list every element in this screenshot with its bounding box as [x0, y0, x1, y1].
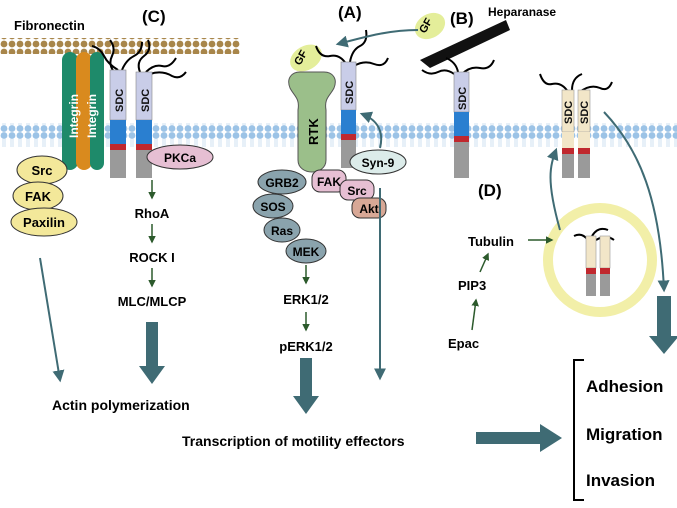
grb2-label: GRB2	[265, 176, 299, 190]
outcome-invasion: Invasion	[586, 471, 655, 490]
sdc-label: SDC	[563, 101, 575, 124]
sdc-label: SDC	[579, 101, 591, 124]
arrow-epac-pip3	[471, 298, 479, 331]
outcome-bracket	[573, 359, 584, 501]
heparanase-label: Heparanase	[488, 5, 556, 19]
panel-c-label: (C)	[142, 7, 166, 26]
pkca-label: PKCa	[164, 151, 196, 165]
syn9-node	[349, 149, 407, 175]
panel-b-label: (B)	[450, 9, 474, 28]
panel-a-label: (A)	[338, 3, 362, 22]
arrow-mlc-actin	[139, 322, 165, 384]
integrin-label-1: Integrin	[67, 94, 81, 138]
grb2-node	[257, 169, 307, 195]
rhoa-label: RhoA	[135, 206, 170, 221]
outcome-migration: Migration	[586, 425, 663, 444]
outcome-adhesion: Adhesion	[586, 377, 663, 396]
sos-label: SOS	[260, 200, 285, 214]
syndecan-c2: SDC	[135, 39, 187, 178]
focal-adhesion-complex: Src FAK Paxilin	[10, 155, 78, 237]
mlc-label: MLC/MLCP	[118, 294, 187, 309]
sdc-label: SDC	[344, 81, 356, 104]
sdc-label: SDC	[114, 89, 126, 112]
fibronectin-matrix	[0, 38, 240, 54]
arrow-perk-transcription	[293, 358, 319, 414]
erk-label: ERK1/2	[283, 292, 329, 307]
epac-label: Epac	[448, 336, 479, 351]
ras-node	[263, 217, 301, 243]
syn9-label: Syn-9	[362, 156, 395, 170]
arrow-transcription-outcomes	[476, 424, 562, 452]
sdc-label: SDC	[140, 89, 152, 112]
panel-d-label: (D)	[478, 181, 502, 200]
fibronectin-label: Fibronectin	[14, 18, 85, 33]
syndecan-c1: SDC	[91, 39, 143, 178]
arrow-gf-release	[335, 29, 419, 48]
transcription-label: Transcription of motility effectors	[182, 433, 405, 449]
src-label-a: Src	[347, 184, 367, 198]
src-label: Src	[32, 163, 53, 178]
pkca-node	[146, 144, 214, 170]
arrow-sdc-outcomes	[603, 111, 670, 293]
mek-label: MEK	[293, 245, 320, 259]
rtk-label: RTK	[306, 118, 321, 145]
paxilin-label: Paxilin	[23, 215, 65, 230]
perk-label: pERK1/2	[279, 339, 332, 354]
arrow-paxilin-actin	[39, 257, 65, 383]
gf-ligand-a: GF	[290, 44, 322, 72]
rock1-label: ROCK I	[129, 250, 175, 265]
ras-label: Ras	[271, 224, 293, 238]
syndecan-d-vesicle	[573, 227, 615, 296]
syndecan-d-membrane: SDC SDC	[539, 73, 613, 178]
integrin-complex: Integrin Integrin	[62, 52, 104, 170]
actin-label: Actin polymerization	[52, 397, 190, 413]
syndecan-b: SDC	[421, 57, 495, 178]
arrow-syn9-sdc	[359, 111, 383, 149]
arrow-pip3-tubulin	[479, 252, 489, 273]
recycling-loop	[543, 147, 657, 317]
integrin-label-2: Integrin	[85, 94, 99, 138]
sdc-label: SDC	[457, 87, 469, 110]
akt-node	[351, 197, 387, 219]
arrow-to-outcomes	[649, 296, 677, 354]
gf-ligand-b: GF	[414, 12, 446, 40]
fak-label-a: FAK	[317, 175, 341, 189]
pip3-label: PIP3	[458, 278, 486, 293]
tubulin-label: Tubulin	[468, 234, 514, 249]
heparanase-blade	[420, 20, 510, 68]
mek-node	[285, 238, 327, 264]
akt-label: Akt	[359, 202, 378, 216]
fak-label: FAK	[25, 189, 52, 204]
sos-node	[252, 193, 294, 219]
